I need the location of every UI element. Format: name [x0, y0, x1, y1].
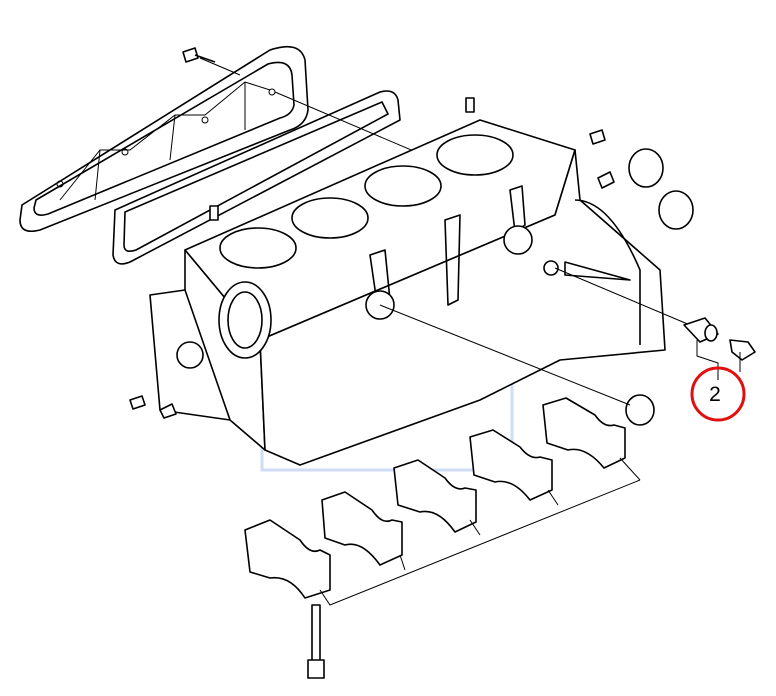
callout-number-2: 2 — [709, 383, 721, 406]
cylinder-block — [149, 119, 666, 466]
drain-plug — [729, 339, 756, 361]
valve-cover-gasket-outer — [19, 45, 309, 233]
main-bearing-bolt — [307, 604, 325, 679]
callout-highlight-circle — [690, 366, 746, 422]
main-bearing-caps — [244, 397, 641, 606]
valve-cover-gasket-inner — [112, 90, 401, 265]
core-plugs — [625, 148, 694, 426]
dowel-pins — [129, 97, 615, 419]
bolt-top — [182, 47, 216, 63]
oil-pressure-sender — [683, 317, 719, 343]
